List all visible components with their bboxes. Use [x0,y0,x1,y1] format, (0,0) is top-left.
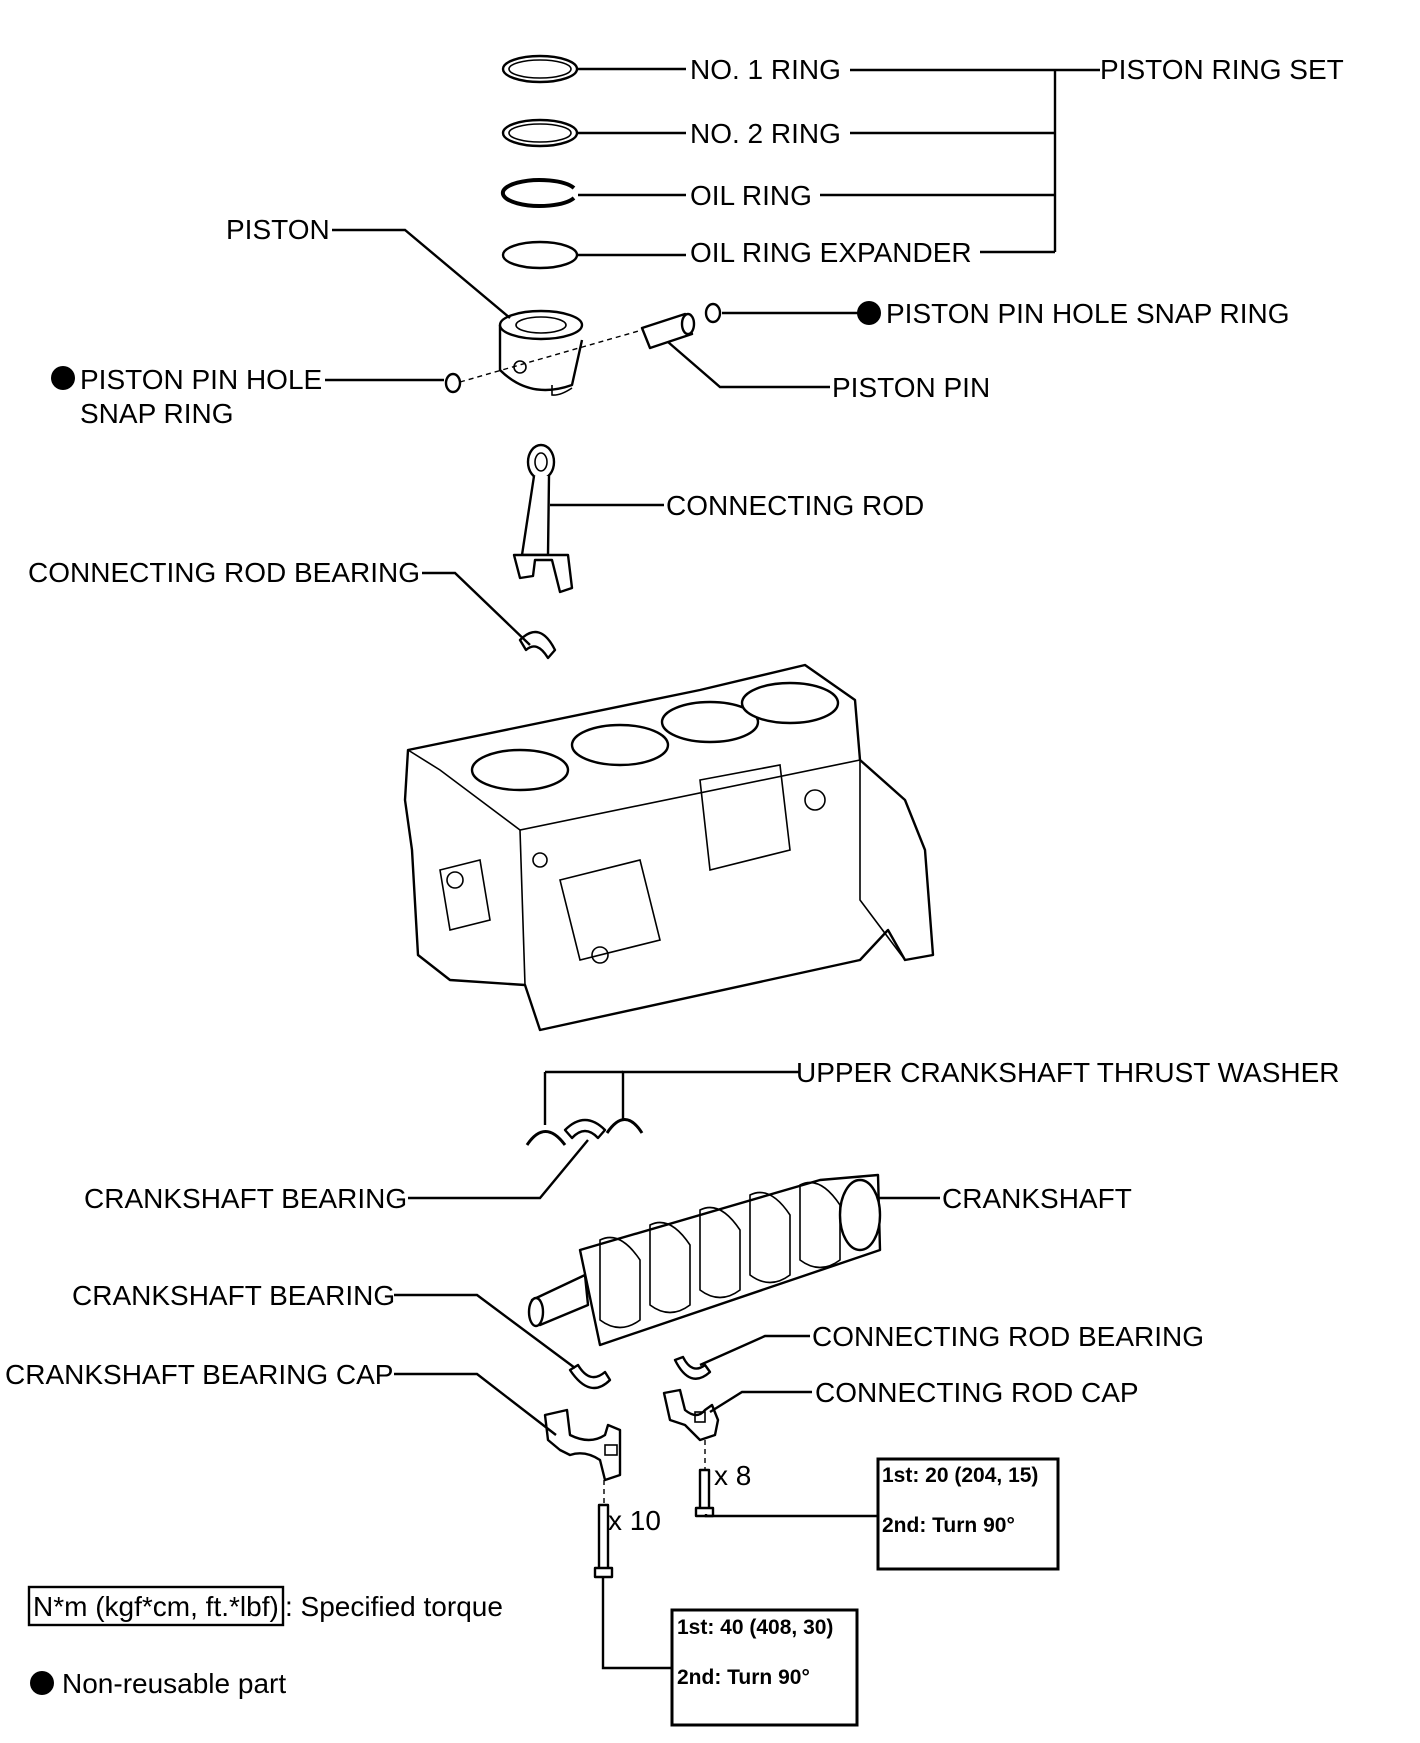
main-cap-torque-leader-line [601,1577,672,1670]
connecting-rod-bearing-lower-label: CONNECTING ROD BEARING [812,1321,1204,1352]
upper-thrust-washer-leader-line [621,1070,800,1120]
connecting-rod-cap-label: CONNECTING ROD CAP [815,1377,1139,1408]
oil-ring-illustration [500,178,576,208]
connecting-rod-bearing-upper-illustration [518,630,557,660]
connecting-rod-cap-leader-line [709,1390,812,1414]
connecting-rod-cap-illustration [662,1388,720,1442]
crankshaft-bearing-upper-label: CRANKSHAFT BEARING [84,1183,407,1214]
non-reusable-mark-icon [857,301,881,325]
main-cap-bolt-qty-label: x 10 [608,1505,661,1536]
crankshaft-bearing-lower-illustration [568,1363,612,1390]
piston-illustration [498,309,584,396]
rod-cap-torque-second: 2nd: Turn 90° [882,1514,1015,1537]
crankshaft-bearing-lower-leader-line [394,1293,576,1369]
piston-leader-line [332,228,511,319]
rod-cap-bolt-illustration [694,1468,715,1518]
piston-ring-set-label: PISTON RING SET [1100,54,1344,85]
piston-pin-illustration [640,312,696,350]
upper-thrust-washer-illustration [525,1118,644,1146]
oil-ring-label: OIL RING [690,180,812,211]
rod-cap-torque-leader-line [704,1514,878,1518]
snap-ring-right-illustration [704,302,722,324]
connecting-rod-label: CONNECTING ROD [666,490,924,521]
no1-ring-illustration [501,54,579,84]
snap-ring-left-illustration [444,372,462,394]
no1-ring-label: NO. 1 RING [690,54,841,85]
crankshaft-bearing-cap-leader-line [394,1372,557,1436]
crankshaft-bearing-upper-leader-line [408,1139,589,1200]
piston-pin-label: PISTON PIN [832,372,990,403]
main-cap-torque-first: 1st: 40 (408, 30) [677,1616,833,1639]
upper-thrust-washer-label: UPPER CRANKSHAFT THRUST WASHER [796,1057,1339,1088]
crankshaft-bearing-lower-label: CRANKSHAFT BEARING [72,1280,395,1311]
ring-leader-lines [578,67,1100,257]
connecting-rod-bearing-upper-leader-line [422,571,531,646]
rod-cap-torque-box: 1st: 20 (204, 15) 2nd: Turn 90° [876,1457,1060,1571]
piston-pin-axis-line [459,329,643,383]
connecting-rod-bearing-lower-illustration [673,1355,712,1380]
crankshaft-bearing-cap-label: CRANKSHAFT BEARING CAP [5,1359,393,1390]
oil-ring-expander-label: OIL RING EXPANDER [690,237,972,268]
snap-ring-left-label-line1: PISTON PIN HOLE [80,364,322,395]
rod-cap-torque-first: 1st: 20 (204, 15) [882,1464,1038,1487]
main-cap-torque-second: 2nd: Turn 90° [677,1666,810,1689]
cylinder-block-illustration [403,663,935,1032]
connecting-rod-bearing-upper-label: CONNECTING ROD BEARING [28,557,420,588]
snap-ring-left-label-line2: SNAP RING [80,398,234,429]
snap-ring-right-label: PISTON PIN HOLE SNAP RING [886,298,1290,329]
non-reusable-mark-icon [51,366,75,390]
oil-ring-expander-illustration [501,240,579,270]
legend: N*m (kgf*cm, ft.*lbf) : Specified torque… [27,1585,503,1699]
crankshaft-illustration [527,1173,882,1347]
rod-cap-bolt-qty-label: x 8 [714,1460,751,1491]
non-reusable-mark-icon [30,1671,54,1695]
connecting-rod-bearing-lower-leader-line [699,1334,810,1367]
main-cap-torque-box: 1st: 40 (408, 30) 2nd: Turn 90° [670,1608,859,1727]
torque-desc-label: : Specified torque [285,1591,503,1622]
torque-unit-label: N*m (kgf*cm, ft.*lbf) [33,1591,279,1622]
piston-pin-leader-line [667,341,830,389]
no2-ring-illustration [501,118,579,148]
no2-ring-label: NO. 2 RING [690,118,841,149]
non-reusable-label: Non-reusable part [62,1668,286,1699]
crankshaft-bearing-upper-illustration [563,1118,607,1140]
crankshaft-bearing-cap-illustration [543,1408,622,1482]
crankshaft-label: CRANKSHAFT [942,1183,1132,1214]
connecting-rod-illustration [512,443,574,594]
piston-label: PISTON [226,214,330,245]
torque-unit-box [27,1585,285,1627]
